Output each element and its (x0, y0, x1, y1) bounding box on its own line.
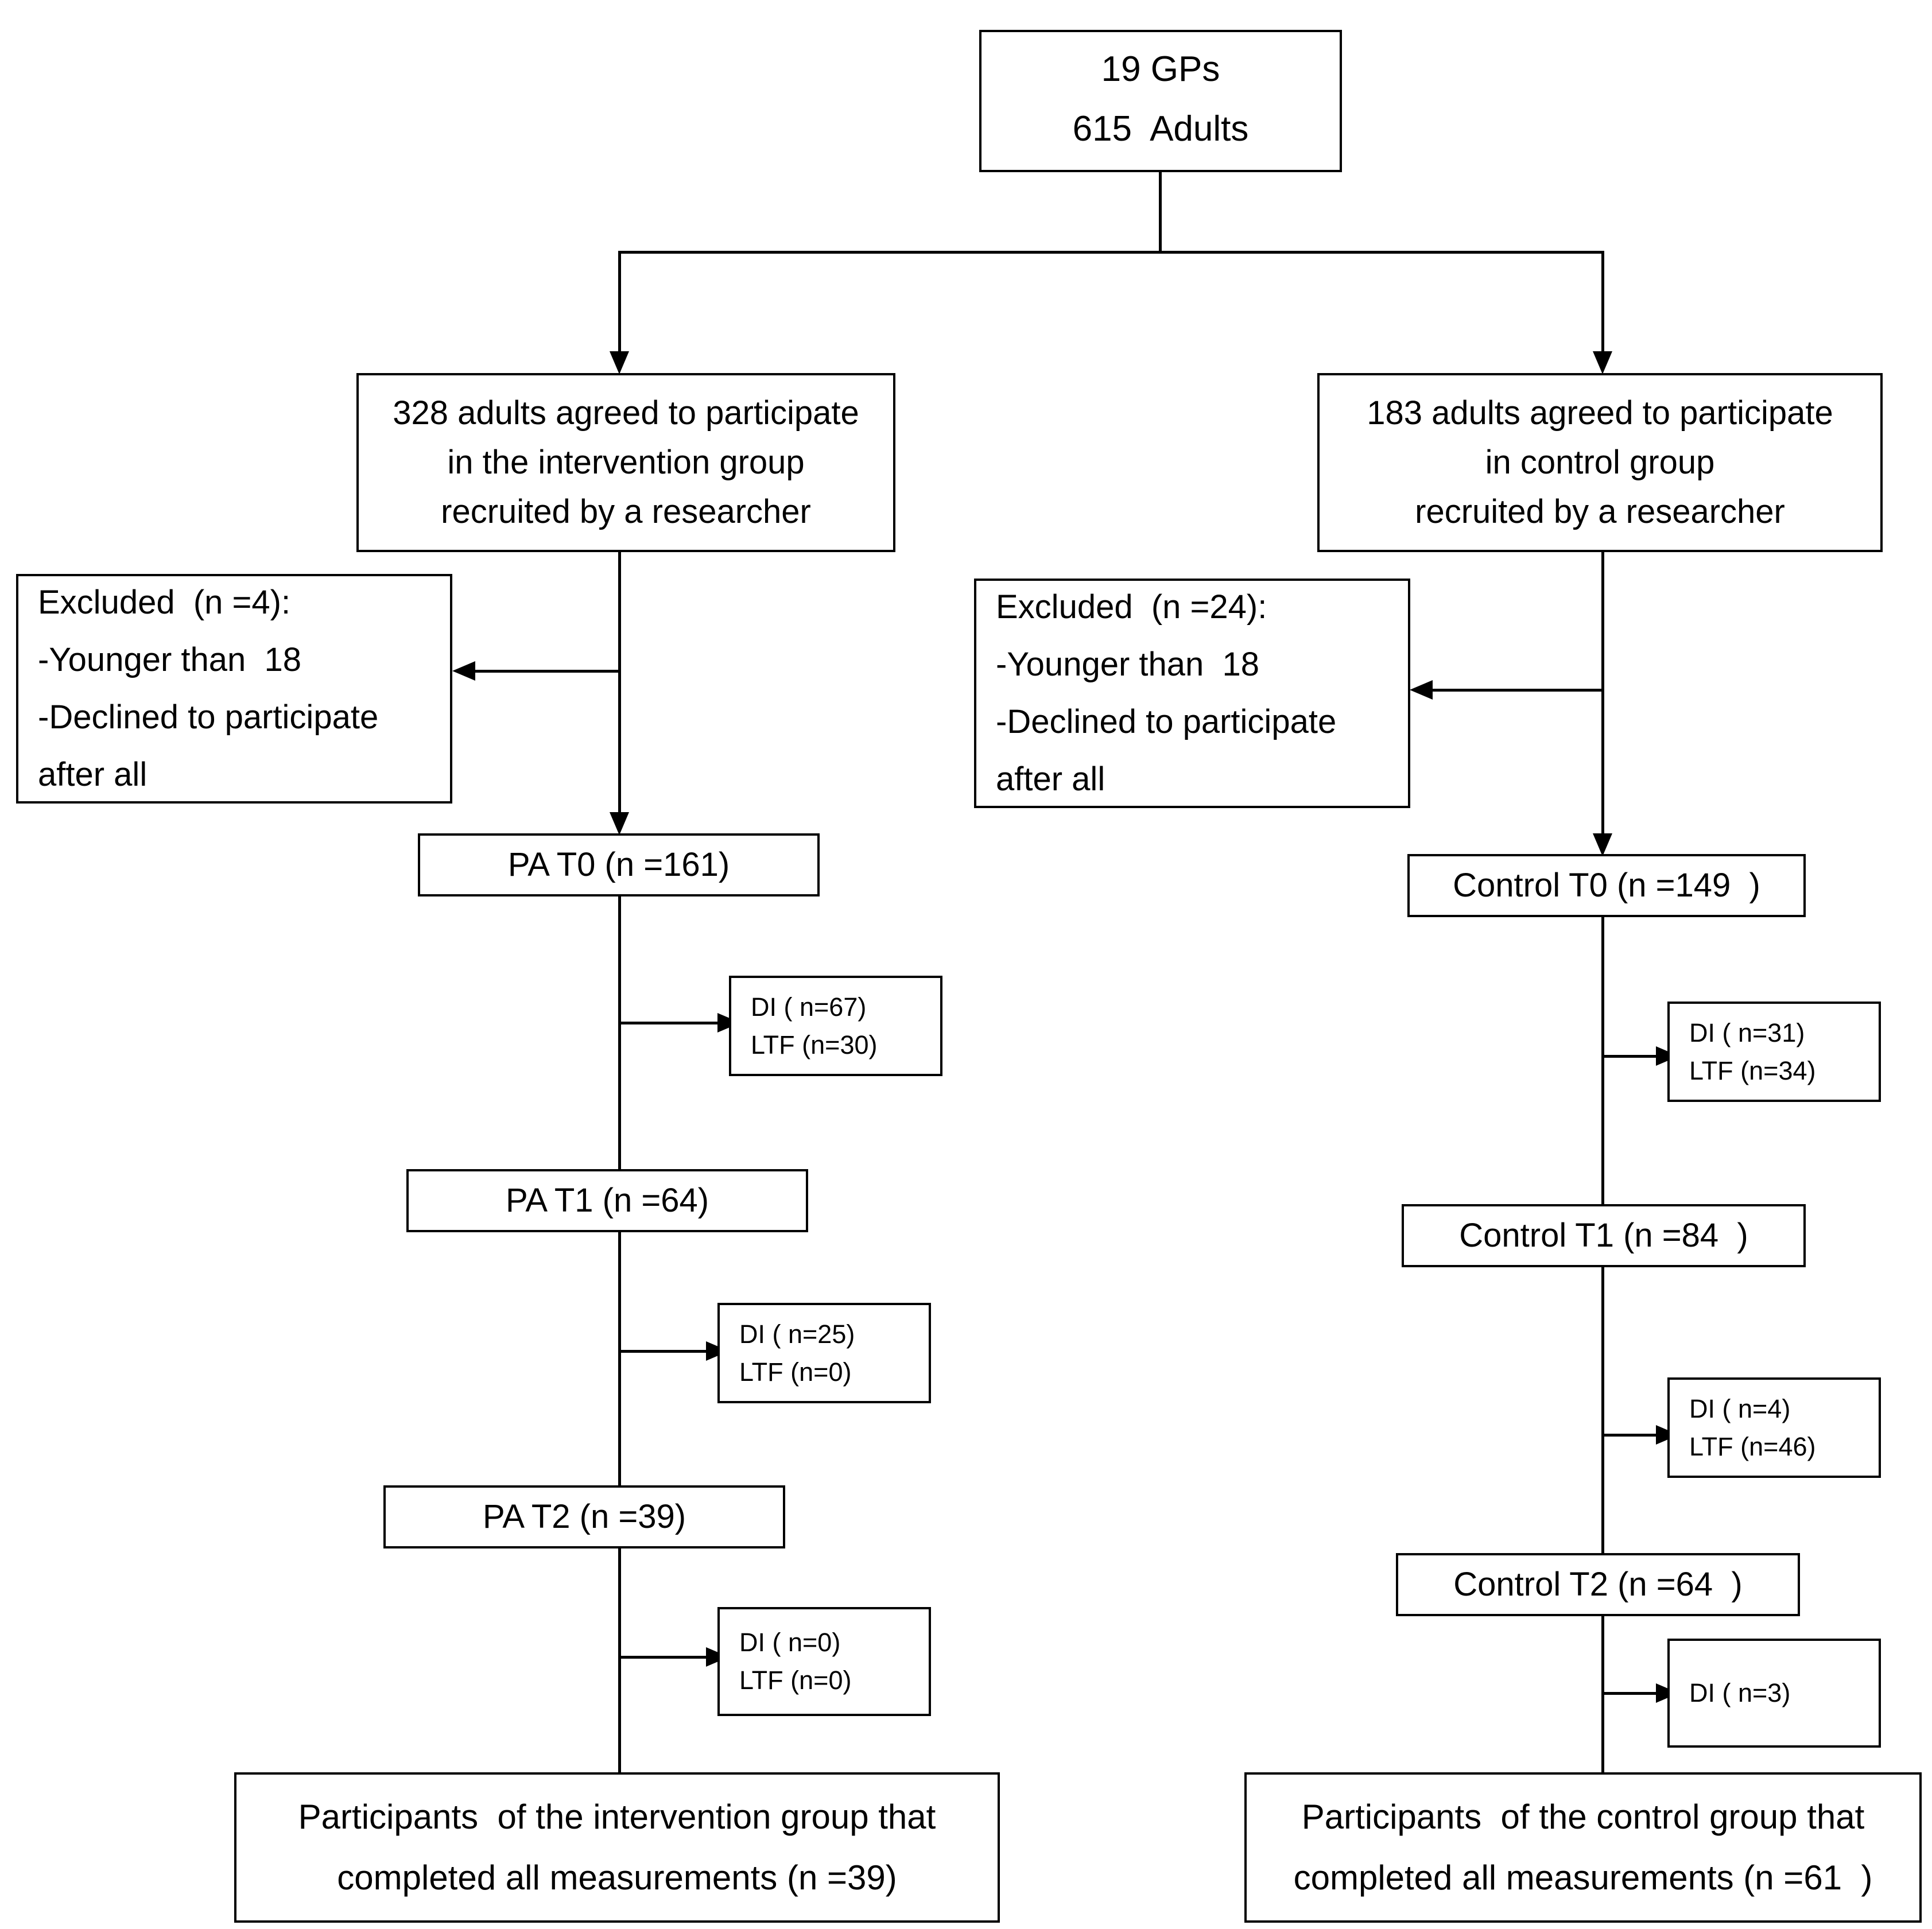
intervention-excluded-line-4: after all (38, 756, 148, 793)
connector-split-left-drop (618, 251, 621, 360)
connector-control-dropout-2 (1601, 1434, 1669, 1437)
intervention-enrollment-line-1: 328 adults agreed to participate (393, 394, 859, 432)
connector-control-dropout-1 (1601, 1055, 1669, 1058)
connector-intervention-t0-to-t1 (618, 896, 621, 1169)
control-t2-label: Control T2 (n =64 ) (1453, 1566, 1743, 1603)
node-intervention-dropout-1: DI ( n=67) LTF (n=30) (729, 976, 942, 1076)
intervention-t0-label: PA T0 (n =161) (507, 846, 730, 883)
node-intervention-excluded: Excluded (n =4): -Younger than 18 -Decli… (16, 574, 452, 804)
control-dropout-2-line-1: DI ( n=4) (1689, 1394, 1791, 1423)
node-intervention-dropout-2: DI ( n=25) LTF (n=0) (717, 1303, 931, 1403)
control-enrollment-line-3: recruited by a researcher (1415, 493, 1785, 530)
intervention-dropout-1-line-2: LTF (n=30) (751, 1030, 878, 1059)
connector-intervention-t2-to-final (618, 1548, 621, 1772)
node-intervention-t2: PA T2 (n =39) (383, 1485, 785, 1548)
arrow-intervention-to-t0 (610, 812, 629, 835)
connector-split-bar (618, 251, 1604, 254)
control-final-line-2: completed all measurements (n =61 ) (1293, 1858, 1873, 1897)
control-excluded-line-2: -Younger than 18 (996, 646, 1260, 683)
connector-control-excluded-branch (1433, 689, 1603, 692)
node-intervention-t0: PA T0 (n =161) (418, 833, 820, 896)
control-t1-label: Control T1 (n =84 ) (1459, 1217, 1748, 1254)
intervention-dropout-3-line-1: DI ( n=0) (739, 1628, 841, 1657)
control-dropout-3-line-1: DI ( n=3) (1689, 1678, 1791, 1707)
arrow-intervention-excluded (452, 661, 475, 681)
intervention-dropout-3-line-2: LTF (n=0) (739, 1666, 852, 1695)
control-enrollment-line-1: 183 adults agreed to participate (1367, 394, 1833, 432)
arrow-control-to-t0 (1593, 833, 1612, 856)
node-control-t2: Control T2 (n =64 ) (1396, 1553, 1800, 1616)
node-control-dropout-1: DI ( n=31) LTF (n=34) (1667, 1002, 1881, 1102)
control-dropout-1-line-2: LTF (n=34) (1689, 1055, 1816, 1085)
control-t0-label: Control T0 (n =149 ) (1453, 867, 1760, 904)
node-control-enrollment: 183 adults agreed to participate in cont… (1317, 373, 1883, 552)
node-control-excluded: Excluded (n =24): -Younger than 18 -Decl… (974, 579, 1410, 808)
node-intervention-final: Participants of the intervention group t… (234, 1772, 1000, 1923)
connector-intervention-excluded-branch (475, 670, 620, 673)
intervention-excluded-line-2: -Younger than 18 (38, 641, 302, 678)
intervention-t1-label: PA T1 (n =64) (505, 1182, 709, 1219)
node-control-t0: Control T0 (n =149 ) (1407, 854, 1806, 917)
connector-split-right-drop (1601, 251, 1604, 360)
node-control-t1: Control T1 (n =84 ) (1402, 1204, 1806, 1267)
connector-root-stem (1159, 172, 1162, 253)
connector-intervention-dropout-2 (618, 1350, 719, 1353)
connector-intervention-dropout-3 (618, 1656, 719, 1659)
control-enrollment-line-2: in control group (1485, 444, 1715, 481)
intervention-enrollment-line-3: recruited by a researcher (441, 493, 811, 530)
control-final-line-1: Participants of the control group that (1301, 1798, 1865, 1836)
intervention-dropout-1-line-1: DI ( n=67) (751, 992, 867, 1022)
node-intervention-t1: PA T1 (n =64) (406, 1169, 808, 1232)
intervention-dropout-2-line-1: DI ( n=25) (739, 1319, 855, 1349)
intervention-enrollment-line-2: in the intervention group (447, 444, 805, 481)
control-dropout-2-line-2: LTF (n=46) (1689, 1431, 1816, 1461)
control-excluded-line-1: Excluded (n =24): (996, 588, 1267, 626)
node-intervention-dropout-3: DI ( n=0) LTF (n=0) (717, 1607, 931, 1716)
intervention-dropout-2-line-2: LTF (n=0) (739, 1357, 852, 1387)
intervention-excluded-line-1: Excluded (n =4): (38, 584, 291, 621)
connector-control-enrollment-to-t0 (1601, 552, 1604, 842)
control-excluded-line-4: after all (996, 760, 1105, 798)
root-line-2: 615 Adults (1072, 109, 1249, 149)
arrow-to-control-enrollment (1593, 351, 1612, 374)
control-excluded-line-3: -Declined to participate (996, 703, 1337, 740)
intervention-final-line-2: completed all measurements (n =39) (337, 1858, 897, 1897)
node-enrollment-root: 19 GPs 615 Adults (979, 30, 1342, 172)
intervention-t2-label: PA T2 (n =39) (482, 1498, 686, 1535)
connector-intervention-enrollment-to-t0 (618, 552, 621, 821)
root-line-1: 19 GPs (1101, 49, 1220, 89)
node-control-final: Participants of the control group that c… (1244, 1772, 1922, 1923)
connector-intervention-t1-to-t2 (618, 1232, 621, 1505)
control-dropout-1-line-1: DI ( n=31) (1689, 1018, 1805, 1047)
connector-control-t0-to-t1 (1601, 917, 1604, 1204)
node-intervention-enrollment: 328 adults agreed to participate in the … (356, 373, 895, 552)
connector-control-dropout-3 (1601, 1692, 1669, 1695)
intervention-excluded-line-3: -Declined to participate (38, 698, 379, 736)
node-control-dropout-3: DI ( n=3) (1667, 1639, 1881, 1748)
connector-control-t1-to-t2 (1601, 1267, 1604, 1553)
intervention-final-line-1: Participants of the intervention group t… (298, 1798, 936, 1836)
node-control-dropout-2: DI ( n=4) LTF (n=46) (1667, 1377, 1881, 1478)
arrow-control-excluded (1410, 680, 1433, 700)
arrow-to-intervention-enrollment (610, 351, 629, 374)
connector-intervention-dropout-1 (618, 1022, 731, 1024)
